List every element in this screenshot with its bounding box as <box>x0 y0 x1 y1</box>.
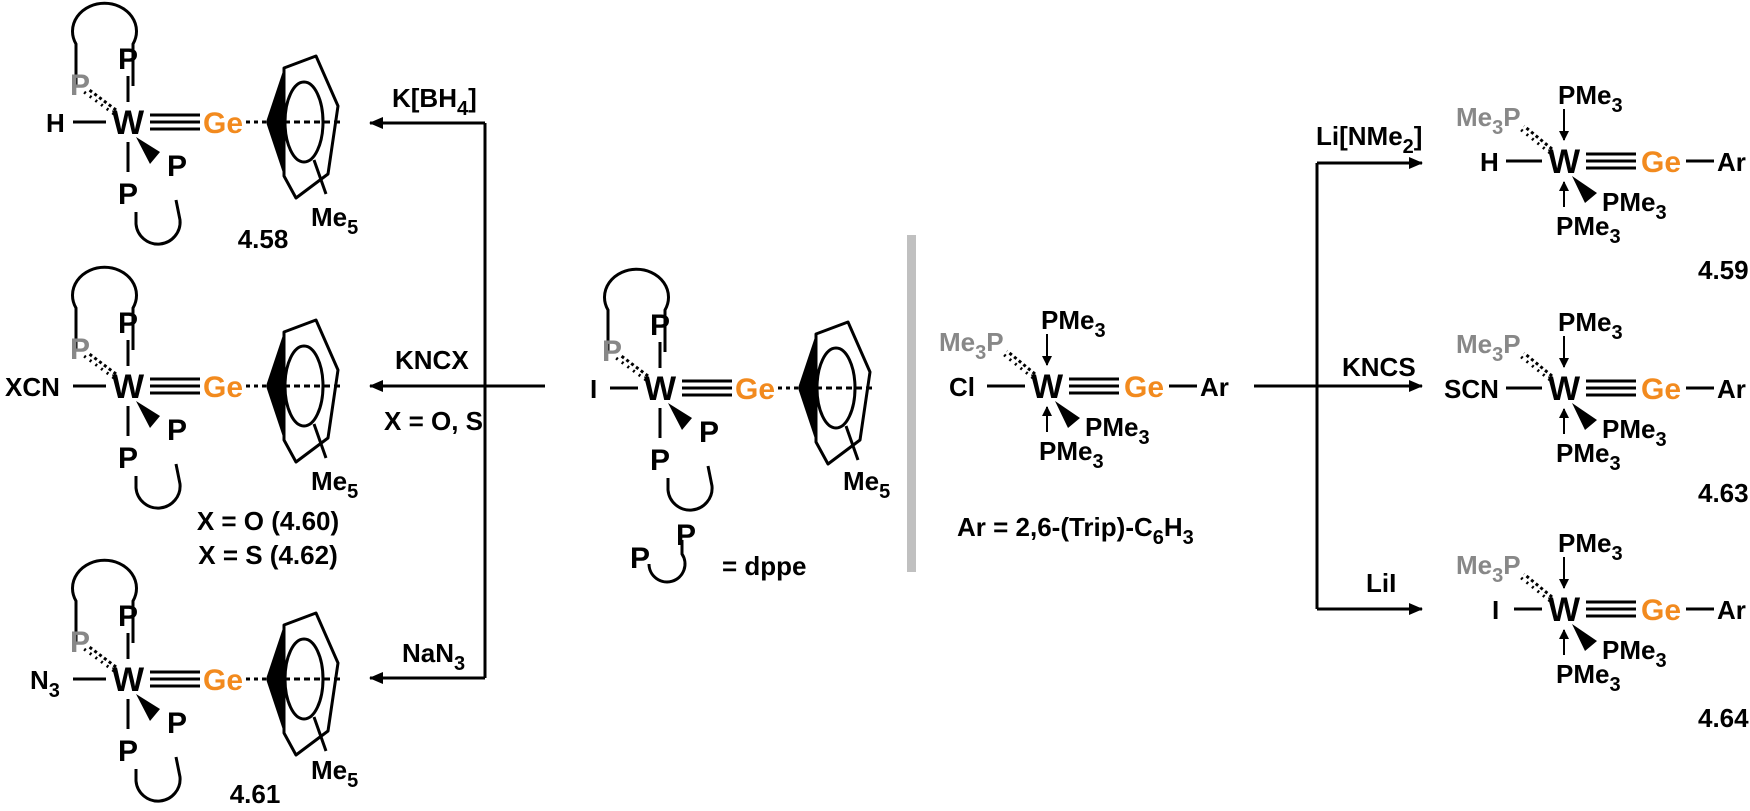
starting-complex-iodide: I W Ge P P P P Me5 <box>590 267 890 512</box>
compound-label: X = O (4.60) <box>197 506 339 536</box>
methyl-label: Me5 <box>843 466 890 503</box>
trimethylphosphine: PMe3 <box>1558 80 1623 117</box>
germanium-atom: Ge <box>1641 594 1681 627</box>
germanium-atom: Ge <box>203 664 243 697</box>
trimethylphosphine: PMe3 <box>1602 187 1667 224</box>
reagent-label: NaN3 <box>402 638 465 675</box>
complex-4-63: SCN W Ge Ar PMe3 Me3P PMe3 PMe3 4.63 <box>1444 307 1749 508</box>
aryl-group: Ar <box>1200 372 1229 402</box>
phosphorus-atom: P <box>118 600 138 633</box>
tungsten-atom: W <box>112 368 145 406</box>
reaction-condition: X = O, S <box>384 406 483 436</box>
complex-ligand: H <box>46 108 65 138</box>
aryl-group: Ar <box>1717 374 1746 404</box>
compound-label: 4.59 <box>1698 255 1749 285</box>
phosphorus-atom: P <box>167 150 187 183</box>
phosphorus-atom: P <box>167 707 187 740</box>
complex-4-60-4-62: XCN W Ge P P P P Me5 X = O (4.60) X = S … <box>5 265 358 570</box>
complex-4-58: H W Ge P P P P Me5 4.58 <box>46 1 358 254</box>
tungsten-atom: W <box>1548 143 1581 181</box>
trimethylphosphine: PMe3 <box>1556 438 1621 475</box>
trimethylphosphine: PMe3 <box>1602 414 1667 451</box>
starting-complex-chloride: Cl W Ge Ar PMe3 Me3P PMe3 PMe3 <box>939 305 1229 473</box>
phosphorus-atom: P <box>699 416 719 449</box>
phosphorus-atom: P <box>676 519 696 552</box>
germanium-atom: Ge <box>1124 371 1164 404</box>
aryl-group: Ar <box>1717 147 1746 177</box>
tungsten-atom: W <box>1031 368 1064 406</box>
phosphorus-atom: P <box>118 307 138 340</box>
trimethylphosphine-wedge: Me3P <box>1456 329 1521 366</box>
phosphorus-atom: P <box>167 414 187 447</box>
methyl-label: Me5 <box>311 202 358 239</box>
trimethylphosphine-wedge: Me3P <box>1456 102 1521 139</box>
reagent-label: KNCX <box>395 345 469 375</box>
phosphorus-atom: P <box>650 309 670 342</box>
reagent-label: KNCS <box>1342 352 1416 382</box>
compound-label: 4.63 <box>1698 478 1749 508</box>
aryl-group: Ar <box>1717 595 1746 625</box>
reagent-label: LiI <box>1366 568 1396 598</box>
phosphorus-atom: P <box>118 735 138 768</box>
germanium-atom: Ge <box>735 373 775 406</box>
complex-ligand: I <box>590 374 597 404</box>
complex-ligand: H <box>1480 147 1499 177</box>
phosphorus-atom: P <box>70 626 90 659</box>
left-reaction-arrows <box>369 117 545 684</box>
methyl-label: Me5 <box>311 755 358 792</box>
right-reaction-arrows <box>1254 157 1423 615</box>
trimethylphosphine-wedge: Me3P <box>1456 550 1521 587</box>
reagent-label: Li[NMe2] <box>1316 121 1422 158</box>
phosphorus-atom: P <box>602 335 622 368</box>
germanium-atom: Ge <box>203 107 243 140</box>
trimethylphosphine: PMe3 <box>1602 635 1667 672</box>
complex-4-64: I W Ge Ar PMe3 Me3P PMe3 PMe3 4.64 <box>1456 528 1749 733</box>
phosphorus-atom: P <box>118 442 138 475</box>
methyl-label: Me5 <box>311 466 358 503</box>
reagent-label: K[BH4] <box>392 83 477 120</box>
compound-label: 4.58 <box>238 224 289 254</box>
tungsten-atom: W <box>1548 591 1581 629</box>
complex-ligand: I <box>1492 595 1499 625</box>
complex-ligand: SCN <box>1444 374 1499 404</box>
phosphorus-atom: P <box>118 178 138 211</box>
dppe-legend: P P = dppe <box>630 519 807 584</box>
compound-label: X = S (4.62) <box>198 540 337 570</box>
phosphorus-atom: P <box>70 333 90 366</box>
tungsten-atom: W <box>112 661 145 699</box>
compound-label: 4.64 <box>1698 703 1749 733</box>
trimethylphosphine: PMe3 <box>1039 436 1104 473</box>
tungsten-atom: W <box>1548 370 1581 408</box>
complex-ligand: Cl <box>949 372 975 402</box>
dppe-definition: = dppe <box>722 551 807 581</box>
complex-ligand: XCN <box>5 372 60 402</box>
scheme-divider <box>907 235 916 572</box>
compound-label: 4.61 <box>230 779 281 809</box>
trimethylphosphine-wedge: Me3P <box>939 327 1004 364</box>
germanium-atom: Ge <box>1641 146 1681 179</box>
aryl-definition: Ar = 2,6-(Trip)-C6H3 <box>957 512 1194 549</box>
phosphorus-atom: P <box>650 444 670 477</box>
trimethylphosphine: PMe3 <box>1556 211 1621 248</box>
phosphorus-atom: P <box>70 69 90 102</box>
germanium-atom: Ge <box>203 371 243 404</box>
trimethylphosphine: PMe3 <box>1085 412 1150 449</box>
tungsten-atom: W <box>644 370 677 408</box>
complex-4-59: H W Ge Ar PMe3 Me3P PMe3 PMe3 4.59 <box>1456 80 1749 285</box>
trimethylphosphine: PMe3 <box>1558 528 1623 565</box>
trimethylphosphine: PMe3 <box>1558 307 1623 344</box>
tungsten-atom: W <box>112 104 145 142</box>
complex-ligand: N3 <box>30 665 60 702</box>
trimethylphosphine: PMe3 <box>1041 305 1106 342</box>
germanium-atom: Ge <box>1641 373 1681 406</box>
complex-4-61: N3 W Ge P P P P Me5 4.61 <box>30 558 358 809</box>
phosphorus-atom: P <box>118 43 138 76</box>
trimethylphosphine: PMe3 <box>1556 659 1621 696</box>
phosphorus-atom: P <box>630 542 650 575</box>
